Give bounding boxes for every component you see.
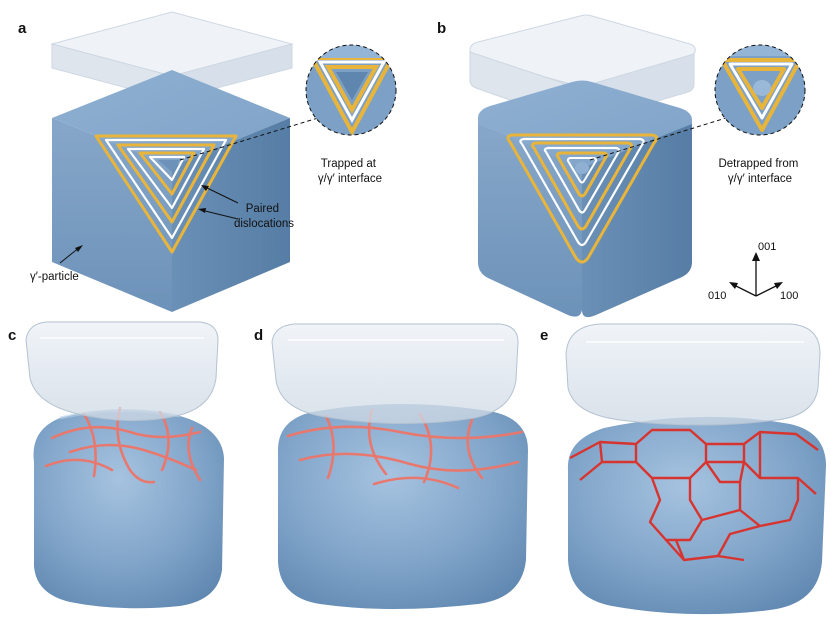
dislocation-loops-a bbox=[94, 134, 238, 254]
network-line bbox=[579, 460, 817, 495]
crystal-axes bbox=[729, 252, 783, 297]
axis-010-head bbox=[729, 282, 738, 289]
panel-letter-d: d bbox=[254, 327, 263, 344]
loop-gold-outer bbox=[506, 133, 659, 264]
loop-white-mid bbox=[543, 146, 621, 214]
gamma-prime-particle-d bbox=[278, 404, 528, 609]
dislocation-network-d bbox=[286, 408, 524, 490]
panel-b: b bbox=[437, 14, 806, 318]
particle-label: γ′-particle bbox=[30, 271, 79, 283]
panel-letter-c: c bbox=[8, 327, 16, 344]
network-line bbox=[705, 461, 746, 484]
dislocation-line bbox=[50, 425, 202, 440]
gamma-shell-d bbox=[271, 323, 519, 425]
loop-white-outer bbox=[519, 137, 645, 247]
panel-letter-e: e bbox=[540, 327, 548, 344]
dislocation-network-c bbox=[44, 406, 202, 484]
pyramid-tip bbox=[575, 162, 589, 174]
dislocation-line bbox=[68, 443, 198, 472]
loop-white-mid bbox=[126, 147, 206, 210]
axis-100-arrow bbox=[755, 284, 779, 297]
dislocation-network-e bbox=[569, 428, 819, 562]
network-line bbox=[569, 428, 819, 460]
dislocation-line bbox=[324, 414, 335, 480]
loop-white-inner bbox=[566, 157, 598, 184]
gamma-shell-c bbox=[25, 321, 219, 421]
dislocation-line bbox=[372, 476, 460, 490]
gamma-prime-particle-e bbox=[567, 416, 826, 615]
axis-010-label: 010 bbox=[708, 290, 726, 302]
loop-gold-inner bbox=[138, 151, 196, 196]
callout-label-b: Detrapped from γ/γ′ interface bbox=[718, 158, 801, 185]
callout-label-a: Trapped at γ/γ′ interface bbox=[318, 158, 382, 185]
panel-letter-b: b bbox=[437, 20, 446, 37]
panel-e: e bbox=[540, 323, 826, 615]
axis-100-head bbox=[774, 282, 783, 289]
dislocation-line bbox=[286, 425, 524, 440]
panel-a: a bbox=[18, 11, 397, 312]
paired-dislocations-annotation: Paired dislocations bbox=[198, 185, 294, 230]
panel-d: d bbox=[254, 323, 528, 609]
dislocation-line bbox=[116, 406, 156, 484]
gamma-prime-particle-c bbox=[33, 409, 224, 609]
loop-gold-mid bbox=[116, 143, 216, 224]
dislocation-loops-b bbox=[506, 133, 659, 264]
loop-white-inner bbox=[148, 155, 186, 182]
panel-c: c bbox=[8, 321, 224, 609]
network-line bbox=[648, 477, 704, 542]
loop-gold-mid bbox=[530, 141, 634, 231]
dislocation-line bbox=[187, 426, 202, 482]
network-line bbox=[674, 539, 745, 562]
dislocation-line bbox=[298, 452, 520, 472]
dislocation-line bbox=[44, 458, 114, 472]
loop-white-outer bbox=[104, 138, 228, 240]
network-line bbox=[598, 441, 604, 463]
network-line bbox=[701, 508, 741, 522]
particle-annotation: γ′-particle bbox=[30, 245, 83, 283]
pyramid-tip bbox=[158, 160, 180, 172]
magnifier-b bbox=[589, 44, 806, 161]
axis-001-label: 001 bbox=[758, 241, 776, 253]
axis-010-arrow bbox=[733, 284, 757, 297]
axis-100-label: 100 bbox=[780, 290, 798, 302]
dislocation-line bbox=[466, 418, 484, 480]
network-line bbox=[738, 478, 800, 528]
panel-letter-a: a bbox=[18, 20, 27, 37]
gamma-prime-cube-b bbox=[478, 80, 692, 318]
dislocation-line bbox=[82, 412, 97, 478]
loop-gold-outer bbox=[94, 134, 238, 254]
paired-dislocations-label: Paired dislocations bbox=[234, 203, 294, 230]
axis-001-head bbox=[752, 252, 760, 261]
gamma-shell-e bbox=[565, 323, 821, 426]
